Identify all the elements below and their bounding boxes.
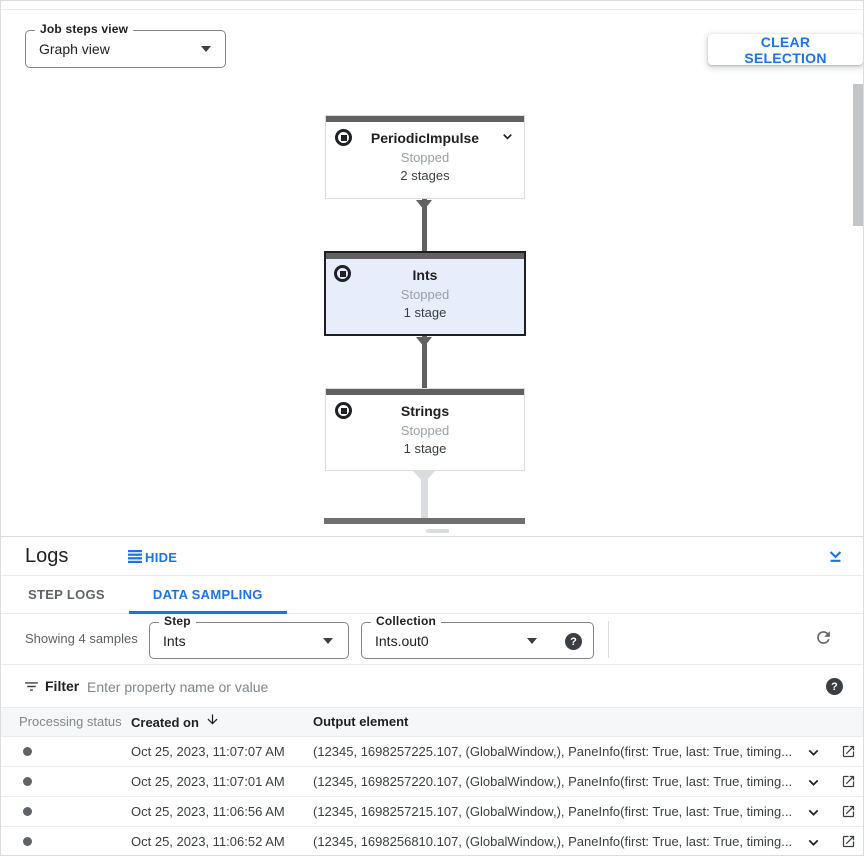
node-status: Stopped <box>400 423 450 438</box>
step-select-label: Step <box>159 614 196 628</box>
list-icon <box>128 549 142 566</box>
table-row: Oct 25, 2023, 11:06:52 AM (12345, 169825… <box>1 827 863 855</box>
processing-status-dot <box>23 837 32 846</box>
chevron-down-icon[interactable] <box>500 129 515 149</box>
vertical-divider <box>608 621 609 658</box>
collapse-down-icon[interactable] <box>827 547 844 567</box>
graph-edge <box>422 336 427 389</box>
logs-panel: Logs HIDE STEP LOGS DATA SAMPLING Showin… <box>1 536 863 855</box>
node-top-bar <box>326 253 524 259</box>
stop-circle-icon <box>334 265 351 282</box>
node-top-bar <box>326 389 524 395</box>
output-element-cell: (12345, 1698257220.107, (GlobalWindow,),… <box>313 774 793 789</box>
tab-step-logs[interactable]: STEP LOGS <box>28 587 105 602</box>
graph-node-ints-selected[interactable]: Ints Stopped 1 stage <box>324 251 526 336</box>
node-status: Stopped <box>400 150 450 165</box>
column-output-element: Output element <box>313 714 409 729</box>
logs-tabs: STEP LOGS DATA SAMPLING <box>1 576 863 614</box>
column-created-on[interactable]: Created on <box>131 708 220 737</box>
created-on-cell: Oct 25, 2023, 11:06:56 AM <box>131 804 285 819</box>
node-stages: 1 stage <box>403 441 447 456</box>
graph-edge-arrow <box>416 337 432 347</box>
horizontal-scrollbar-thumb[interactable] <box>426 529 449 533</box>
step-select[interactable]: Step Ints <box>149 614 349 659</box>
help-icon[interactable]: ? <box>826 678 843 695</box>
created-on-cell: Oct 25, 2023, 11:07:07 AM <box>131 744 285 759</box>
logs-panel-title: Logs <box>25 545 69 567</box>
graph-node-periodicimpulse[interactable]: PeriodicImpulse Stopped 2 stages <box>325 115 525 199</box>
showing-samples-text: Showing 4 samples <box>25 631 138 646</box>
job-steps-view-select[interactable]: Job steps view Graph view <box>25 22 226 68</box>
table-row: Oct 25, 2023, 11:06:56 AM (12345, 169825… <box>1 797 863 827</box>
table-row: Oct 25, 2023, 11:07:07 AM (12345, 169825… <box>1 737 863 767</box>
stop-circle-icon <box>335 129 352 146</box>
processing-status-dot <box>23 777 32 786</box>
open-in-new-icon[interactable] <box>841 744 856 762</box>
arrow-down-icon <box>205 709 220 737</box>
filter-list-icon <box>23 678 40 700</box>
graph-node-partial-top-bar <box>324 518 525 524</box>
node-top-bar <box>326 116 524 122</box>
table-header: Processing status Created on Output elem… <box>1 707 863 737</box>
chevron-down-icon[interactable] <box>805 774 822 794</box>
open-in-new-icon[interactable] <box>841 774 856 792</box>
processing-status-dot <box>23 807 32 816</box>
created-on-cell: Oct 25, 2023, 11:06:52 AM <box>131 834 285 849</box>
output-element-cell: (12345, 1698257215.107, (GlobalWindow,),… <box>313 804 793 819</box>
vertical-scrollbar-thumb[interactable] <box>853 84 863 226</box>
hide-logs-button[interactable]: HIDE <box>128 549 177 566</box>
open-in-new-icon[interactable] <box>841 804 856 822</box>
job-steps-view-label: Job steps view <box>35 22 134 36</box>
table-row: Oct 25, 2023, 11:07:01 AM (12345, 169825… <box>1 767 863 797</box>
chevron-down-icon[interactable] <box>805 804 822 824</box>
collection-select-value: Ints.out0 <box>375 632 429 649</box>
top-divider <box>1 9 863 10</box>
graph-edge <box>422 199 427 252</box>
filter-label: Filter <box>45 678 80 694</box>
node-title: PeriodicImpulse <box>370 130 480 146</box>
created-on-label: Created on <box>131 714 199 730</box>
filter-input[interactable] <box>85 669 779 705</box>
collection-select-label: Collection <box>371 614 442 628</box>
caret-down-icon <box>201 46 211 52</box>
node-title: Ints <box>412 267 438 283</box>
output-element-cell: (12345, 1698256810.107, (GlobalWindow,),… <box>313 834 793 849</box>
graph-edge-arrow-light <box>413 471 435 483</box>
sampling-controls: Showing 4 samples Step Ints Collection I… <box>1 614 863 665</box>
collection-select[interactable]: Collection Ints.out0 ? <box>361 614 594 659</box>
chevron-down-icon[interactable] <box>805 834 822 854</box>
open-in-new-icon[interactable] <box>841 834 856 852</box>
caret-down-icon <box>323 637 333 644</box>
processing-status-dot <box>23 747 32 756</box>
job-steps-view-value: Graph view <box>39 41 110 57</box>
caret-down-icon <box>527 637 537 644</box>
tab-data-sampling[interactable]: DATA SAMPLING <box>128 576 287 614</box>
node-stages: 1 stage <box>403 305 447 320</box>
node-title: Strings <box>400 403 450 419</box>
help-icon[interactable]: ? <box>565 633 582 650</box>
logs-header: Logs HIDE <box>1 536 863 576</box>
filter-bar: Filter ? <box>1 665 863 707</box>
step-select-value: Ints <box>163 632 186 649</box>
hide-label: HIDE <box>145 550 178 565</box>
clear-selection-button[interactable]: CLEAR SELECTION <box>708 34 863 66</box>
output-element-cell: (12345, 1698257225.107, (GlobalWindow,),… <box>313 744 793 759</box>
graph-edge-light <box>421 471 428 519</box>
created-on-cell: Oct 25, 2023, 11:07:01 AM <box>131 774 285 789</box>
graph-edge-arrow <box>416 200 432 210</box>
stop-circle-icon <box>335 402 352 419</box>
column-processing-status: Processing status <box>19 714 122 729</box>
refresh-icon[interactable] <box>814 628 833 650</box>
chevron-down-icon[interactable] <box>805 744 822 764</box>
node-stages: 2 stages <box>400 168 450 183</box>
node-status: Stopped <box>400 287 450 302</box>
graph-node-strings[interactable]: Strings Stopped 1 stage <box>325 388 525 471</box>
